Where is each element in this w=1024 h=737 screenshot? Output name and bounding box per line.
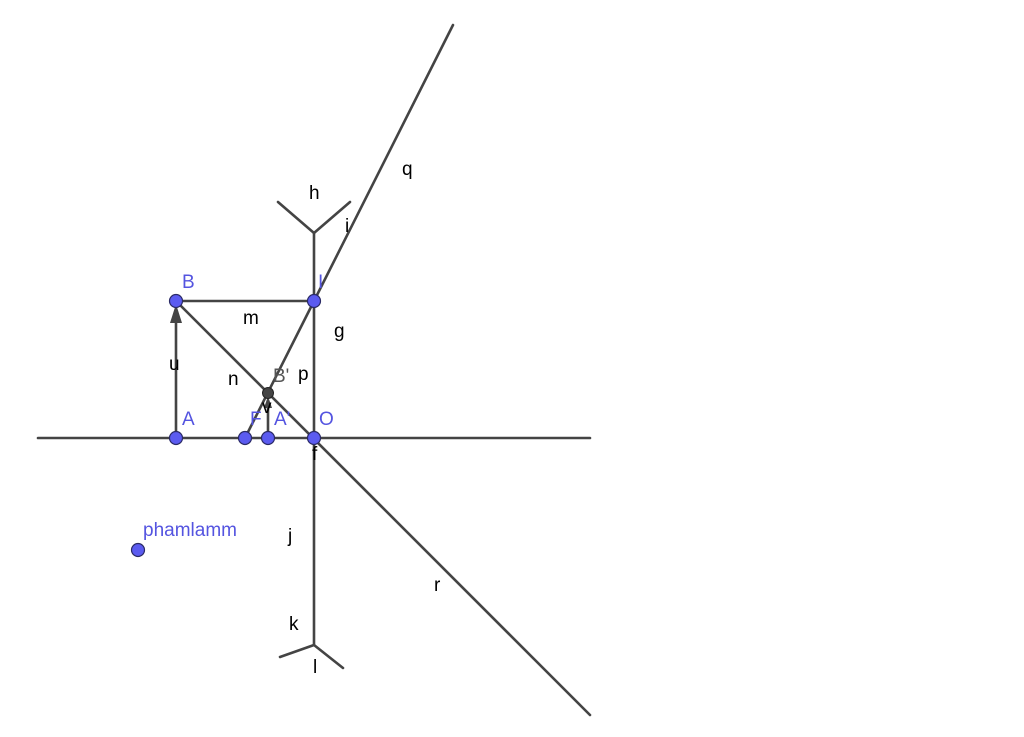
- label-O: O: [319, 409, 334, 430]
- label-F: F: [250, 409, 262, 430]
- label-g: g: [334, 321, 345, 342]
- label-i: i: [345, 216, 349, 237]
- label-k: k: [289, 614, 299, 635]
- label-f: f: [312, 444, 318, 465]
- point-B[interactable]: [168, 293, 184, 309]
- label-r: r: [434, 575, 441, 596]
- point-O[interactable]: [306, 430, 322, 446]
- label-p: p: [298, 364, 309, 385]
- label-j: j: [287, 526, 292, 547]
- label-h: h: [309, 183, 320, 204]
- label-B-prime: B': [273, 366, 289, 387]
- point-F[interactable]: [237, 430, 253, 446]
- lens-top-arrow-left[interactable]: [276, 200, 316, 235]
- label-l: l: [313, 657, 317, 678]
- label-I: I: [318, 272, 323, 293]
- point-A-prime[interactable]: [260, 430, 276, 446]
- label-A-prime: A': [274, 409, 290, 430]
- label-n: n: [228, 369, 239, 390]
- image-arrowhead: [264, 396, 272, 408]
- ray-p-extension[interactable]: [243, 299, 316, 440]
- label-v: v: [262, 397, 272, 418]
- label-q: q: [402, 159, 413, 180]
- point-phamlamm[interactable]: [130, 542, 146, 558]
- lens-top-arrow-right[interactable]: [312, 200, 352, 235]
- label-u: u: [169, 354, 180, 375]
- label-m: m: [243, 308, 259, 329]
- object-arrowhead: [170, 304, 182, 323]
- ray-q[interactable]: [312, 23, 455, 303]
- point-A[interactable]: [168, 430, 184, 446]
- label-B: B: [182, 272, 195, 293]
- point-I[interactable]: [306, 293, 322, 309]
- point-B-prime[interactable]: [262, 387, 274, 399]
- label-A: A: [182, 409, 195, 430]
- ray-n-r[interactable]: [174, 299, 592, 717]
- lens-bottom-arrow-right[interactable]: [312, 643, 345, 670]
- lens-bottom-arrow-left[interactable]: [278, 643, 316, 659]
- label-phamlamm: phamlamm: [143, 520, 237, 541]
